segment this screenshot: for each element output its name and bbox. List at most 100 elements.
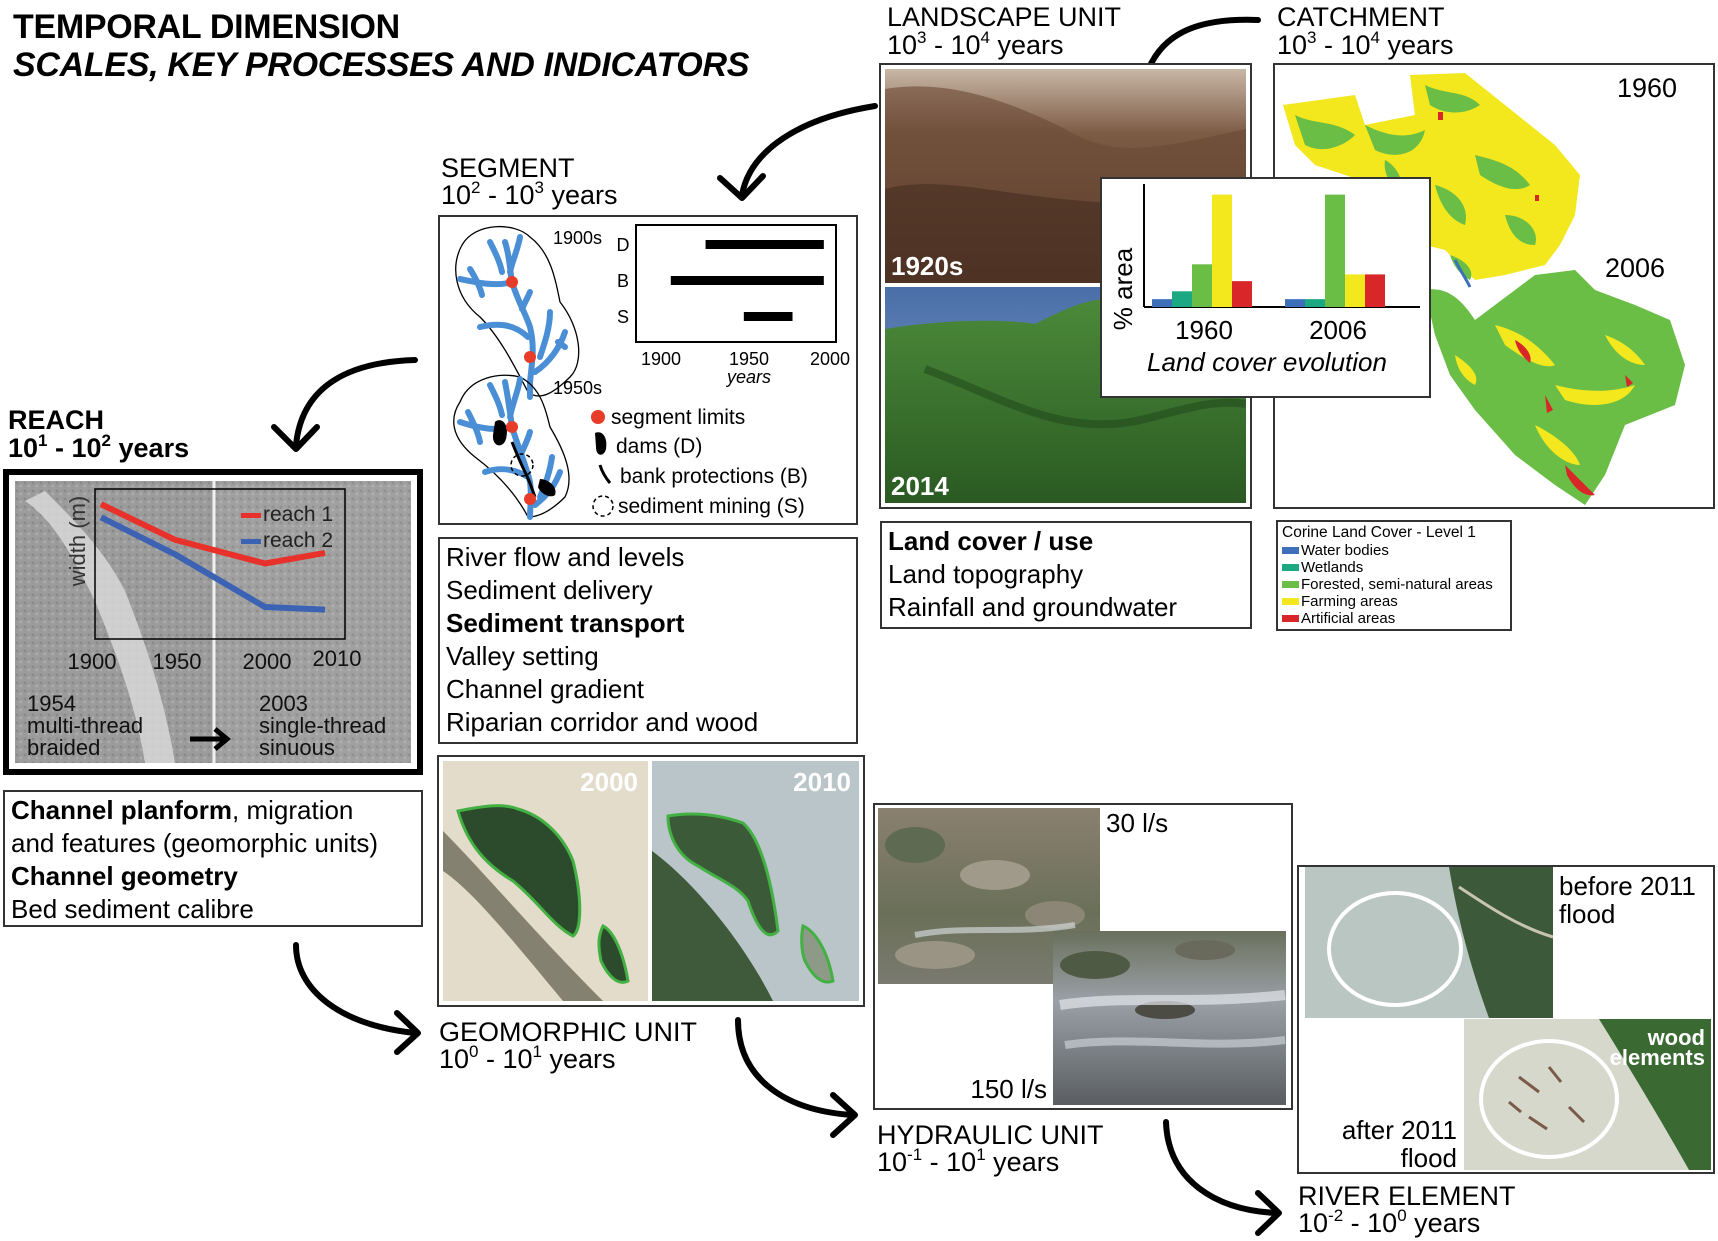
arrow-head-reach-geomorphic <box>394 1010 421 1055</box>
indicator-valley-setting: Valley setting <box>446 641 599 671</box>
catchment-map-1960 <box>1283 73 1580 280</box>
hydraulic-unit-title: HYDRAULIC UNIT <box>877 1120 1104 1150</box>
reach-indicators-box: Channel planform, migration and features… <box>3 790 423 927</box>
legend-bank-protections: bank protections (B) <box>620 465 808 488</box>
catchment-title: CATCHMENT <box>1277 2 1445 32</box>
timeline-ylabel-B: B <box>617 271 629 291</box>
arrow-head-landscape-segment <box>717 173 766 201</box>
lc-bar-2006-4 <box>1365 274 1385 307</box>
reach-line-1 <box>99 501 326 567</box>
dam-1950s-b <box>538 479 556 497</box>
legend-swatch-farming <box>1282 598 1299 605</box>
landscape-indicators-box: Land cover / use Land topography Rainfal… <box>880 521 1252 629</box>
map-2006-label: 2006 <box>1605 253 1665 283</box>
label-before-2: flood <box>1559 899 1615 929</box>
photo-1954-desc1: multi-thread <box>27 713 143 738</box>
photo-1954-year: 1954 <box>27 691 76 716</box>
vegetation-patch-2000-a <box>456 804 582 938</box>
reach-xtick-2010: 2010 <box>313 646 362 671</box>
reach-xtick-1900: 1900 <box>68 649 117 674</box>
arrow-segment-to-reach <box>293 357 418 448</box>
lc-xlabel: Land cover evolution <box>1147 347 1387 377</box>
legend-item-artificial: Artificial areas <box>1282 610 1506 627</box>
reach-timescale: 101 - 102 years <box>8 431 190 463</box>
label-before-1: before 2011 <box>1559 871 1696 901</box>
legend-title: Corine Land Cover - Level 1 <box>1282 524 1476 541</box>
vegetation-patch-2010-a <box>666 812 780 937</box>
aerial-photo-2003 <box>215 481 411 763</box>
legend-segment-limit-icon <box>591 410 605 424</box>
segment-limit-1950s-b <box>524 493 536 505</box>
photo-1920s-label: 1920s <box>891 251 963 281</box>
legend-swatch-wetlands <box>1282 564 1299 571</box>
segment-diagram: 1900s 1950s D B S 1900 1950 2000 years <box>453 224 850 520</box>
lc-bar-1960-2 <box>1192 264 1212 307</box>
legend-reach1: reach 1 <box>263 503 333 526</box>
timeline-xlabel: years <box>725 367 771 387</box>
timeline-xtick-1950: 1950 <box>729 349 769 369</box>
label-after-2: flood <box>1401 1143 1457 1172</box>
hydraulic-photo-frame: 30 l/s 150 l/s <box>873 803 1293 1110</box>
change-arrow-icon <box>190 727 231 751</box>
photo-2003-year: 2003 <box>259 691 308 716</box>
segment-limit-1900s-b <box>524 351 536 363</box>
landscape-unit-title: LANDSCAPE UNIT <box>887 2 1122 32</box>
farming-patches-2006 <box>1455 325 1645 465</box>
timeline-bar-B <box>670 276 824 285</box>
indicator-sediment-transport: Sediment transport <box>446 608 685 638</box>
vegetation-patch-2010-b <box>800 923 835 984</box>
segment-title: SEGMENT <box>441 153 575 183</box>
arrow-reach-to-geomorphic <box>293 942 418 1036</box>
legend-dam-icon <box>595 432 607 455</box>
legend-dams: dams (D) <box>616 435 702 458</box>
label-after-1: after 2011 <box>1342 1115 1457 1145</box>
lc-bar-1960-4 <box>1232 281 1252 307</box>
indicator-sediment-delivery: Sediment delivery <box>446 575 653 605</box>
lc-bar-1960-1 <box>1172 291 1192 307</box>
legend-bank-icon <box>598 464 612 484</box>
catchment-timescale: 103 - 104 years <box>1277 28 1454 60</box>
hydraulic-photos: 30 l/s 150 l/s <box>878 808 1286 1105</box>
timeline-xtick-2000: 2000 <box>810 349 850 369</box>
reach-chart-frame <box>94 488 346 640</box>
reach-title: REACH <box>8 405 105 435</box>
arrow-head-segment-reach <box>271 424 320 452</box>
indicator-channel-gradient: Channel gradient <box>446 674 645 704</box>
indicator-rainfall-groundwater: Rainfall and groundwater <box>888 592 1178 622</box>
segment-indicators-box: River flow and levels Sediment delivery … <box>438 537 858 744</box>
legend-reach2: reach 2 <box>263 529 333 552</box>
lc-bar-2006-1 <box>1305 299 1325 307</box>
legend-item-farming: Farming areas <box>1282 593 1506 610</box>
bank-protection-1950s <box>510 441 537 498</box>
lc-bar-1960-3 <box>1212 194 1232 307</box>
legend-item-water: Water bodies <box>1282 542 1506 559</box>
label-150ls: 150 l/s <box>970 1074 1047 1104</box>
indicator-land-topography: Land topography <box>888 559 1084 589</box>
river-element-photo-frame: before 2011 flood wood elements after 20… <box>1297 865 1715 1174</box>
segment-diagram-frame: 1900s 1950s D B S 1900 1950 2000 years <box>438 215 858 525</box>
legend-sediment-mining-icon <box>592 495 614 517</box>
photo-2003-desc1: single-thread <box>259 713 386 738</box>
geomorphic-unit-title: GEOMORPHIC UNIT <box>439 1017 698 1047</box>
timeline-ylabel-S: S <box>617 307 629 327</box>
vegetation-patch-2000-b <box>597 923 630 984</box>
arrow-landscape-to-segment <box>739 103 878 198</box>
arrow-head-hydraulic-river <box>1255 1190 1282 1236</box>
highlight-circle-before <box>1327 891 1463 1007</box>
lc-bar-2006-3 <box>1345 274 1365 307</box>
photo-1954-desc2: braided <box>27 735 100 760</box>
reach-xtick-2000: 2000 <box>243 649 292 674</box>
artificial-patches-2006 <box>1515 340 1633 496</box>
indicator-land-cover: Land cover / use <box>888 526 1094 556</box>
reach-photo-frame: width (m) reach 1 reach 2 1900 1950 2000… <box>3 469 423 775</box>
river-network-1900s <box>457 234 568 400</box>
river-network-1950s <box>457 376 563 520</box>
corine-legend: Corine Land Cover - Level 1 Water bodies… <box>1276 520 1512 631</box>
indicator-channel-geometry: Channel geometry <box>11 861 238 891</box>
indicator-features: and features (geomorphic units) <box>11 828 379 858</box>
legend-sediment-mining: sediment mining (S) <box>618 495 805 518</box>
lc-bar-2006-2 <box>1325 194 1345 307</box>
map-1960-label: 1960 <box>1617 73 1677 103</box>
geomorphic-photos: 2000 2010 <box>443 761 859 1001</box>
